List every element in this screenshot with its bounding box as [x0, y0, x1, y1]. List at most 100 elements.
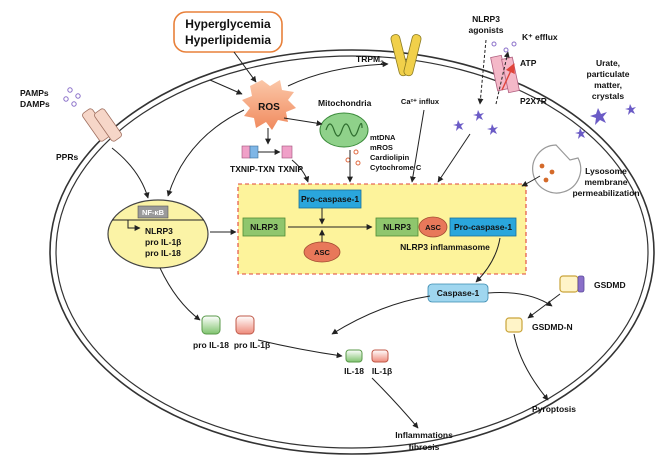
arrow-proil-il	[257, 339, 343, 359]
arrow-lysosome-panel	[521, 175, 541, 187]
pro-il18-label: pro IL-18	[193, 340, 229, 350]
txnip-txn-label: TXNIP-TXN	[230, 164, 275, 174]
arrow-panel-caspase	[475, 237, 501, 283]
nlrp3-agonists-line2: agonists	[469, 25, 504, 35]
arrow-pprs-nucleus	[111, 147, 150, 199]
urate-line4: crystals	[592, 91, 624, 101]
arrow-ros-nucleus	[166, 109, 245, 197]
damps-label: DAMPs	[20, 99, 50, 109]
procasp-right-label: Pro-caspase-1	[454, 222, 512, 232]
gsdmd-n-label: GSDMD-N	[532, 322, 573, 332]
caspase-label: Caspase-1	[437, 288, 480, 298]
procasp-top-label: Pro-caspase-1	[301, 194, 359, 204]
procasp-top-box	[298, 189, 362, 209]
arrow-k-dashed	[495, 51, 510, 105]
pamps-label: PAMPs	[20, 88, 49, 98]
pyroptosis-label: Pyroptosis	[532, 404, 576, 414]
trpm2-label: TRPM2	[356, 54, 384, 67]
cell-membrane-outer	[49, 49, 655, 455]
pamps-dots	[63, 87, 81, 107]
outcome-line1: Inflammations	[395, 430, 453, 440]
gsdmd-n-icon	[505, 317, 523, 333]
nlrp3-right-label: NLRP3	[383, 222, 411, 232]
p2x7r-channel	[490, 54, 520, 94]
mito-product-mtdna: mtDNA	[370, 133, 396, 142]
transcription-arrow	[127, 220, 141, 231]
ros-label: ROS	[258, 102, 280, 113]
nucleus-gene-il18: pro IL-18	[145, 248, 181, 258]
nucleus	[107, 199, 209, 269]
nfkb-label: NF-κB	[142, 208, 165, 217]
nucleus-gene-il1b: pro IL-1β	[145, 237, 181, 247]
asc-right-oval	[418, 216, 448, 238]
trigger-box	[173, 11, 283, 53]
trpm2-channel	[390, 34, 422, 77]
pprs-label: PPRs	[56, 152, 78, 162]
arrow-p2x7r-atp	[501, 63, 515, 91]
nlrp3-right-box	[375, 217, 419, 237]
k-efflux-label: K⁺ efflux	[522, 32, 558, 42]
p2x7r-label: P2X7R	[520, 96, 547, 106]
arrow-agonist-panel	[437, 133, 471, 183]
crystal-icons	[575, 104, 636, 139]
outcome-line2: fibrosis	[409, 442, 440, 452]
procasp-right-box	[449, 217, 517, 237]
ros-burst	[242, 80, 296, 130]
inflammasome-label: NLRP3 inflammasome	[400, 242, 490, 252]
mito-product-mros: mROS	[370, 143, 393, 152]
nucleus-gene-nlrp3: NLRP3	[145, 226, 173, 236]
pro-il1b-icon	[235, 315, 255, 335]
arrow-ros-self	[209, 79, 243, 95]
pathway-arrows	[111, 51, 561, 429]
arrow-ros-mito	[283, 117, 323, 127]
mito-product-cardiolipin: Cardiolipin	[370, 153, 410, 162]
nfkb-box	[137, 205, 169, 219]
il1b-label: IL-1β	[372, 366, 392, 376]
pro-il18-icon	[201, 315, 221, 335]
asc-bottom-label: ASC	[314, 248, 330, 257]
pro-il1b-label: pro IL-1β	[234, 340, 270, 350]
arrow-il-outcome	[371, 377, 419, 429]
txnip-txn-icon	[241, 145, 259, 159]
il18-icon	[345, 349, 363, 363]
urate-line1: Urate,	[596, 58, 620, 68]
agonist-particles	[453, 110, 498, 135]
urate-line3: matter,	[594, 80, 622, 90]
lysosome-line2: membrane	[585, 177, 628, 187]
il1b-icon	[371, 349, 389, 363]
pprs-receptor	[82, 108, 122, 142]
arrow-caspase-gsdmd	[487, 292, 553, 307]
mito-product-cytochrome: Cytochrome C	[370, 163, 422, 172]
urate-line2: particulate	[587, 69, 630, 79]
lysosome-line3: permeabilization	[572, 188, 639, 198]
arrow-txnip-panel	[291, 159, 310, 183]
gsdmd-label: GSDMD	[594, 280, 626, 290]
arrow-gsdmdn-pyro	[513, 333, 549, 401]
arrow-gsdmd-n	[527, 293, 561, 319]
mitochondria-label: Mitochondria	[318, 98, 372, 108]
trigger-line1: Hyperglycemia	[185, 17, 271, 31]
il18-label: IL-18	[344, 366, 364, 376]
txnip-icon	[281, 145, 293, 159]
nlrp3-left-box	[242, 217, 286, 237]
txnip-label: TXNIP	[278, 164, 303, 174]
k-efflux-dots	[491, 41, 517, 53]
gsdmd-icon	[559, 275, 585, 293]
arrow-agonist-dashed	[477, 39, 487, 105]
asc-right-label: ASC	[425, 223, 441, 232]
mito-release-dots	[345, 149, 361, 166]
lysosome-line1: Lysosome	[585, 166, 627, 176]
arrow-nucleus-proil	[159, 267, 201, 321]
arrow-trigger-ros	[233, 51, 257, 83]
ca-influx-label: Ca²⁺ influx	[401, 97, 440, 106]
arrow-ros-trpm2	[287, 61, 389, 87]
nlrp3-left-label: NLRP3	[250, 222, 278, 232]
lysosome-icon	[532, 144, 582, 194]
nlrp3-agonists-line1: NLRP3	[472, 14, 500, 24]
mitochondria-icon	[319, 112, 369, 148]
trigger-line2: Hyperlipidemia	[185, 33, 271, 47]
arrow-ca-panel	[409, 109, 425, 183]
atp-label: ATP	[520, 58, 537, 68]
arrow-caspase-il	[331, 295, 431, 335]
